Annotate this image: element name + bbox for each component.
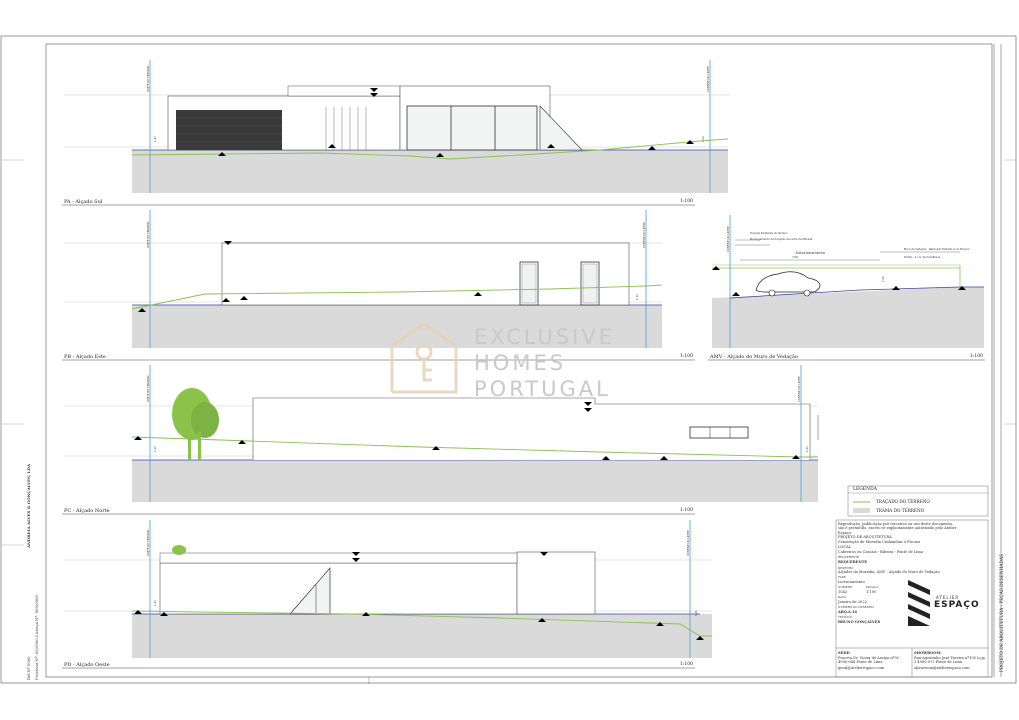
height-pa-right: 1,20 [702,136,705,142]
title-block-desenho: Alçados da Moradia, AMV - Alçado do Muro… [838,570,940,574]
height-pc-right: 1,20 [806,446,809,452]
drawing-scale-pc: 1:100 [680,508,693,513]
legend-item-terrain-hatch: TRAMA DO TERRENO [876,508,925,513]
title-block-requerente-label: REQUERENTE [838,555,860,559]
title-block-desenho-label: DESENHO [838,566,854,570]
legend-box [847,485,989,517]
limit-label-pc: LIMITE DO TERRENO [147,375,150,402]
amv-projection-note: Prolongamento da Projeção da Linha de Es… [750,238,813,241]
drawing-title-pc: PC - Alçado Norte [64,508,110,514]
elevation-amv [712,215,984,348]
espaco-logo-small: ATELIER [936,595,960,600]
project-title-vertical: PROJETO DE ARQUITETURA - PEÇAS DESENHADA… [1000,554,1005,672]
watermark-line1: EXCLUSIVE [474,325,615,349]
amv-fence-note: Muro de Vedação · Rebocado Pintado à cor… [904,248,970,251]
fence-label-pc: CONFINE DO LIMITE [798,376,801,402]
title-block-ficheiro-label: NÚMERO DO DESENHO [838,605,874,609]
title-block-escala: 1:100 [866,590,877,594]
drawing-scale-pb: 1:100 [680,354,693,359]
drawing-title-pd: PD - Alçado Oeste [64,662,110,668]
title-block-local-label: LOCAL [838,545,852,549]
amv-dim-label: 7,00 [792,256,798,259]
espaco-logo-mark [908,580,930,626]
title-block-local: Cabreiros ou Cascais - Ribeira - Ponte d… [838,550,923,554]
fence-label-pa: CONFINE DO LIMITE [707,66,710,92]
limit-label-pa: LIMITE DO TERRENO [147,65,150,92]
amv-parking-label: Estacionamento [796,251,826,255]
watermark-line2: HOMES [474,351,567,375]
title-block-fase-label: FASE [838,575,846,579]
amv-gate-note: Portão · À cor da Caixilharia [904,256,941,259]
height-amv: 1,20 [882,276,885,282]
title-block-note: Reprodução, publicação por terceiros ou … [838,522,957,535]
drawing-title-pb: PB - Alçado Este [64,354,106,360]
legend-title: LEGENDA [853,487,877,492]
title-block-fase: Licenciamento [838,580,865,584]
sede-contact: geral@atelierespaco.com [838,666,885,670]
amv-terrain-note: Traçado Existente do Terreno [750,232,788,235]
height-pa-left: 1,20 [154,136,157,142]
height-pc-left: 1,20 [154,446,157,452]
ref-vertical: Ref.Nº 0000 [26,656,31,680]
title-block-tecnico-label: TÉCNICO [838,615,853,619]
limit-label-pd: LIMITE DO TERRENO [147,529,150,556]
showroom-contact: showroom@atelierespaco.com [914,666,970,670]
title-block-num-label: NÚMERO [838,585,853,589]
title-block-tecnico: BRUNO GONÇALVES [838,620,881,624]
fence-label-amv: CONFINE DO LIMITE [727,226,730,252]
drawing-scale-amv: 1:100 [970,354,983,359]
title-block-requerente: REQUERENTE [838,560,868,564]
watermark-house-icon [390,322,458,394]
drawing-title-pa: PA - Alçado Sul [64,199,103,205]
processo-vertical: Processo Nº: 00/0000 Licença Nº: 000/000… [34,595,39,680]
watermark-line3: PORTUGAL [474,377,611,401]
legend-item-terrain-line: TRAÇADO DO TERRENO [876,499,930,504]
height-pd-right: 1,20 [695,610,698,616]
title-block-data-label: DATA [838,595,846,599]
drawing-scale-pa: 1:100 [680,199,693,204]
sede-address: Praceta Dr. Vieira de Araújo nº92 4990-0… [838,656,899,665]
elevation-pa [64,60,730,193]
elevation-pb [64,210,663,348]
showroom-label: SHOWROOM: [914,651,942,655]
title-block-obra-label: PROJETO DE ARQUITETURA [838,535,892,539]
title-block-num: 1043 [838,590,848,594]
fence-label-pd: CONFINE DO LIMITE [687,530,690,556]
showroom-address: Rua Agostinho José Taveira nº102 Loja 1 … [914,656,985,665]
elevation-pc [64,365,819,502]
height-pb-right: 1,20 [636,294,639,300]
espaco-logo-text: ESPAÇO [934,600,980,610]
fence-label-pb: CONFINE DO LIMITE [643,222,646,248]
sede-label: SEDE: [838,651,851,655]
title-block-data: Janeiro de 2022 [838,600,867,604]
elevation-pd [64,520,712,658]
limit-label-pb: LIMITE DO TERRENO [147,221,150,248]
title-block-obra: Construção de Moradia Unifamiliar e Pisc… [838,540,921,544]
title-block-ficheiro: ARQ.A.16 [838,610,858,614]
height-pd-left: 1,20 [154,600,157,606]
owner-vertical: ANDREIA ALVES & GONÇALVES, LDA [26,463,31,548]
drawing-scale-pd: 1:100 [680,662,693,667]
drawing-title-amv: AMV - Alçado do Muro de Vedação [710,354,798,360]
title-block-escala-label: ESCALA [866,585,878,589]
title-block-frame [835,519,989,678]
